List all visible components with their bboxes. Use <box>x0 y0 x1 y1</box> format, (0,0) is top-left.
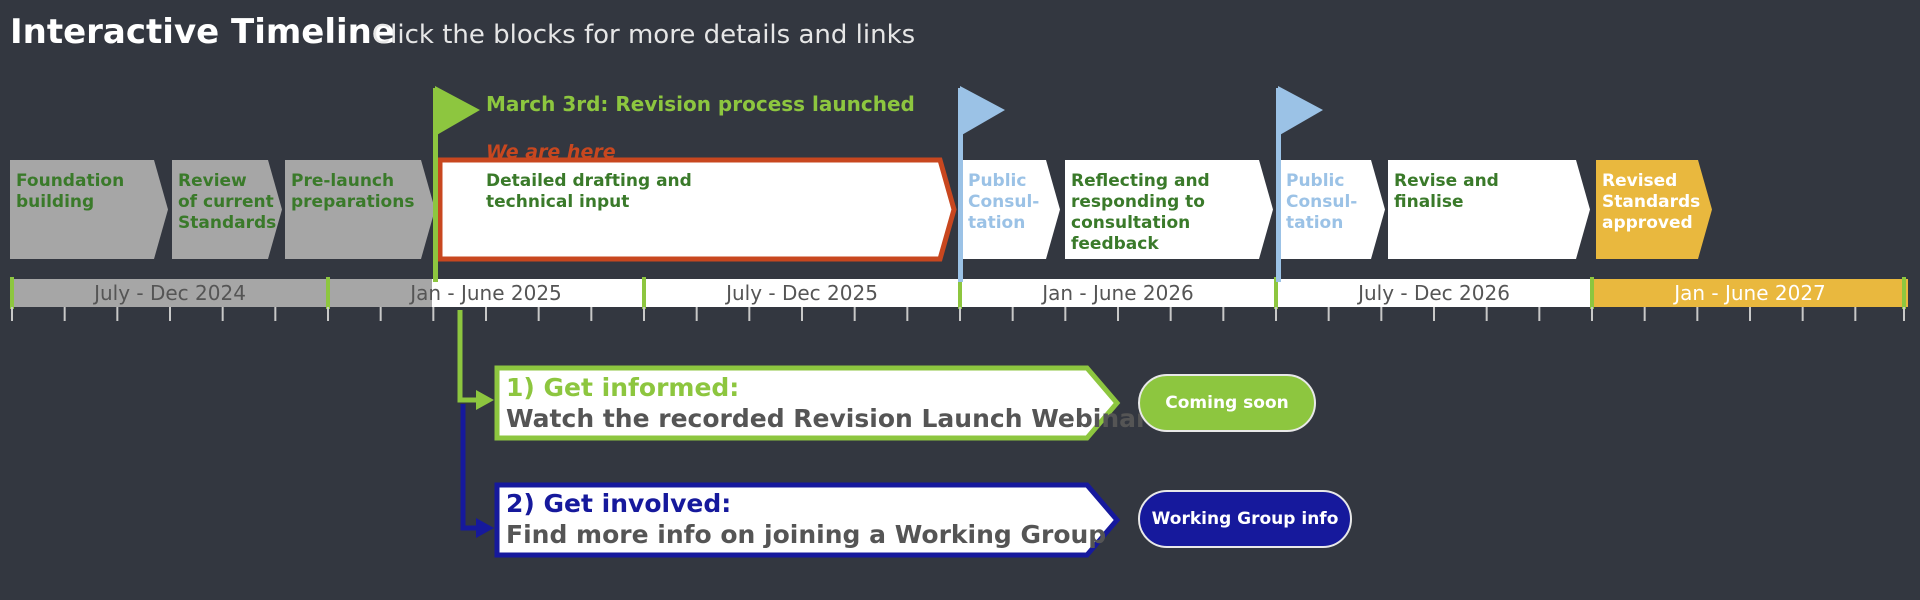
phase-block-shape[interactable] <box>962 160 1060 259</box>
period-fill <box>1592 279 1908 307</box>
phase-block-label: Standards <box>1602 192 1700 212</box>
get-informed-text[interactable]: Watch the recorded Revision Launch Webin… <box>506 404 1149 433</box>
period-divider <box>1590 277 1594 309</box>
phase-block-label: Public <box>968 171 1026 191</box>
phase-block-label: Review <box>178 171 247 191</box>
flag-pennant <box>960 86 1005 136</box>
period-label: Jan - June 2027 <box>1672 281 1826 305</box>
phase-block-label: preparations <box>291 192 414 212</box>
period-fill-past <box>328 279 432 307</box>
milestone-flags <box>433 86 1323 282</box>
launch-milestone-label: March 3rd: Revision process launched <box>486 92 915 116</box>
phase-block-label: technical input <box>486 192 629 212</box>
period-label: July - Dec 2025 <box>724 281 878 305</box>
period-divider <box>1902 277 1906 309</box>
phase-block-label: tation <box>968 213 1025 233</box>
get-involved-heading: 2) Get involved: <box>506 489 732 518</box>
period-fill <box>644 279 960 307</box>
consultation-flag-1 <box>958 86 1005 282</box>
flag-pole <box>1276 88 1281 282</box>
phase-block-shape[interactable] <box>1388 160 1590 259</box>
phase-block-shape[interactable] <box>1596 160 1712 259</box>
action-arrows <box>457 310 1121 558</box>
period-divider <box>1274 277 1278 309</box>
phase-block-label: Foundation <box>16 171 124 191</box>
phase-block-label: Pre-launch <box>291 171 394 191</box>
get-involved-text[interactable]: Find more info on joining a Working Grou… <box>506 520 1107 549</box>
period-label: July - Dec 2026 <box>1356 281 1510 305</box>
period-divider <box>10 277 14 309</box>
period-segment: Jan - June 2026 <box>960 279 1276 307</box>
period-divider <box>642 277 646 309</box>
phase-block-label: of current <box>178 192 274 212</box>
phase-block-label: feedback <box>1071 234 1159 254</box>
period-fill <box>12 279 328 307</box>
phase-block-label: finalise <box>1394 192 1463 212</box>
period-segment: July - Dec 2025 <box>644 279 960 307</box>
get-informed-box[interactable] <box>494 365 1121 441</box>
arrow-head-involved <box>476 518 494 538</box>
phase-block-shape[interactable] <box>1065 160 1273 259</box>
phase-block-label: building <box>16 192 94 212</box>
phase-block-shape[interactable] <box>10 160 168 259</box>
we-are-here-label: We are here <box>486 141 616 163</box>
phase-block-label: Standards <box>178 213 276 233</box>
working-group-info-button[interactable]: Working Group info <box>1138 490 1352 548</box>
period-label: Jan - June 2026 <box>1040 281 1194 305</box>
phase-block-shape[interactable] <box>285 160 435 259</box>
flag-pennant <box>1278 86 1323 136</box>
period-segment: Jan - June 2025 <box>328 279 644 307</box>
period-divider <box>958 277 962 309</box>
period-bar: July - Dec 2024 Jan - June 2025 July - Dec… <box>10 277 1908 321</box>
phase-block-label: Reflecting and <box>1071 171 1210 191</box>
phase-block-label: Revise and <box>1394 171 1499 191</box>
period-fill <box>960 279 1276 307</box>
phase-block-label: Consul- <box>1286 192 1357 212</box>
arrow-line-involved <box>460 404 480 531</box>
phase-block-label: approved <box>1602 213 1693 233</box>
period-segment: July - Dec 2024 <box>12 279 328 307</box>
page-title: Interactive Timeline <box>10 12 395 52</box>
launch-flag <box>433 86 480 282</box>
period-label: Jan - June 2025 <box>408 281 562 305</box>
coming-soon-button[interactable]: Coming soon <box>1138 374 1316 432</box>
period-label: July - Dec 2024 <box>92 281 246 305</box>
flag-pole <box>433 88 438 282</box>
period-segment: July - Dec 2026 <box>1276 279 1592 307</box>
phase-block-shape[interactable] <box>1280 160 1385 259</box>
phase-block-label: Revised <box>1602 171 1677 191</box>
phase-block-shape[interactable] <box>172 160 282 259</box>
phase-block-label: responding to <box>1071 192 1205 212</box>
consultation-flag-2 <box>1276 86 1323 282</box>
get-informed-heading: 1) Get informed: <box>506 373 740 402</box>
phase-block-label: Public <box>1286 171 1344 191</box>
period-fill-future <box>432 279 644 307</box>
page-subtitle: Click the blocks for more details and li… <box>372 20 916 50</box>
phase-block-label: tation <box>1286 213 1343 233</box>
flag-pole <box>958 88 963 282</box>
phase-block-label: consultation <box>1071 213 1190 233</box>
phase-block-label: Detailed drafting and <box>486 171 692 191</box>
arrow-head-informed <box>476 390 494 410</box>
flag-pennant <box>435 86 480 136</box>
get-involved-box[interactable] <box>494 482 1121 558</box>
phase-block-shape[interactable] <box>437 157 957 262</box>
phase-block-label: Consul- <box>968 192 1039 212</box>
period-fill <box>1276 279 1592 307</box>
arrow-line-informed <box>457 310 480 403</box>
period-divider <box>326 277 330 309</box>
period-segment: Jan - June 2027 <box>1592 279 1908 307</box>
